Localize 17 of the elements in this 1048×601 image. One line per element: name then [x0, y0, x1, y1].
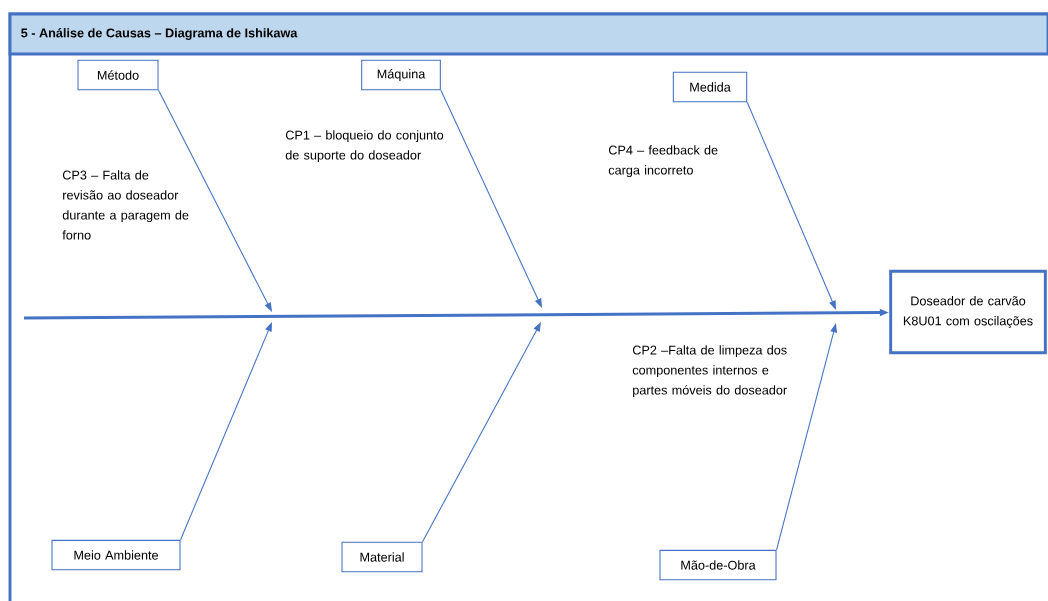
bone-arrow	[158, 89, 272, 312]
bone-arrow	[422, 322, 541, 543]
category-box: Medida	[672, 71, 748, 103]
bone-arrow	[746, 101, 836, 310]
category-box: Meio Ambiente	[51, 539, 181, 571]
bone-arrow	[180, 322, 272, 541]
bone-arrow	[440, 89, 542, 308]
effect-box: Doseador de carvão K8U01 com oscilações	[889, 269, 1047, 355]
category-box: Mão-de-Obra	[659, 549, 777, 581]
category-box: Máquina	[361, 59, 441, 91]
cause-text: CP2 –Falta de limpeza dos componentes internos e partes móveis do doseador	[632, 345, 787, 398]
cause-text: CP1 – bloqueio do conjunto de suporte do doseador	[285, 130, 444, 163]
category-box: Método	[77, 59, 159, 91]
category-box: Material	[341, 541, 423, 573]
cause-text: CP4 – feedback de carga incorreto	[608, 145, 718, 178]
title-band: 5 - Análise de Causas – Diagrama de Ishikawa	[8, 12, 1048, 56]
cause-text: CP3 – Falta de revisão ao doseador durante a paragem de forno	[62, 170, 189, 240]
